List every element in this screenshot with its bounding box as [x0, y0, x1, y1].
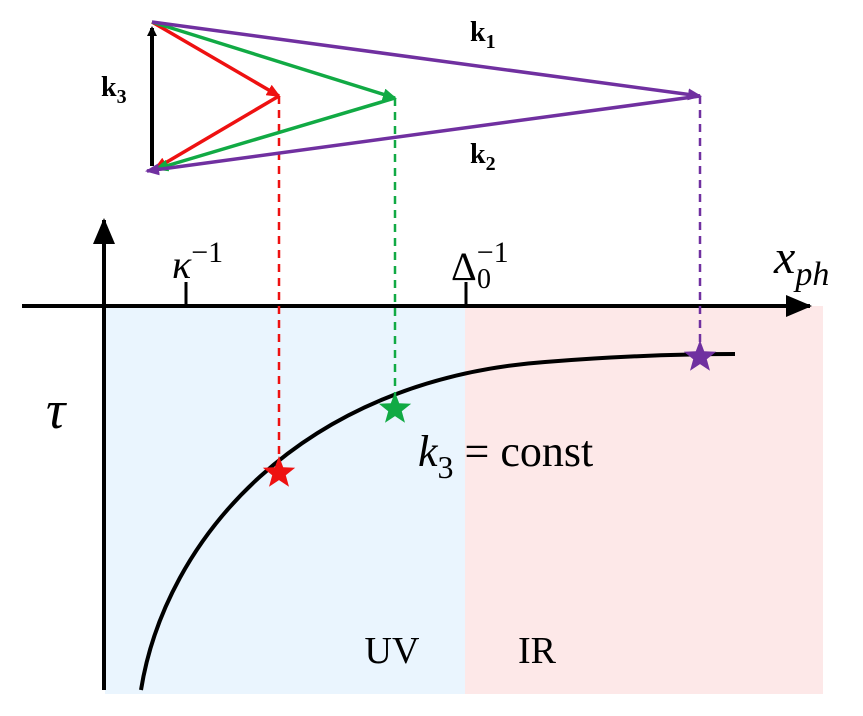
- uv-region: [105, 306, 465, 694]
- delta-tick-label: Δ−1: [451, 236, 509, 289]
- curve-label-rest: = const: [454, 427, 594, 476]
- k1-label-sub: 1: [486, 31, 496, 53]
- k3-const-curve: [139, 352, 736, 691]
- kappa-tick-label: κ−1: [172, 236, 223, 287]
- k3-label-sub: 3: [117, 86, 127, 108]
- delta-sub: 0: [477, 264, 491, 295]
- k3-label-base: k: [101, 72, 117, 103]
- green-k2-vector: [154, 96, 396, 172]
- y-axis-label: τ: [46, 380, 67, 440]
- purple-k1-vector: [151, 20, 702, 101]
- x-axis-label-sub: ph: [793, 256, 829, 293]
- k2-label: k2: [470, 139, 496, 175]
- ir-label: IR: [518, 630, 557, 672]
- k2-label-base: k: [470, 139, 486, 170]
- purple-star: [683, 340, 717, 371]
- k1-label: k1: [470, 17, 496, 53]
- k2-label-sub: 2: [486, 153, 496, 175]
- curve-label-sub: 3: [438, 449, 454, 485]
- k1-label-base: k: [470, 17, 486, 48]
- k3-label: k3: [101, 72, 127, 108]
- red-k1-vector: [151, 20, 281, 98]
- x-axis-label-base: x: [773, 231, 795, 284]
- kappa-base: κ: [172, 242, 192, 287]
- purple-k2-vector: [145, 94, 701, 176]
- ir-region: [465, 306, 823, 694]
- red-star: [262, 456, 296, 487]
- green-k1-vector: [151, 20, 397, 101]
- uv-label: UV: [365, 630, 420, 672]
- delta-sup: −1: [477, 236, 509, 269]
- curve-label: k3 = const: [418, 427, 593, 485]
- delta-base: Δ: [451, 244, 477, 289]
- green-star: [378, 392, 412, 423]
- kappa-sup: −1: [191, 236, 223, 269]
- curve-label-base: k: [418, 427, 439, 476]
- x-axis-label: xph: [773, 231, 829, 293]
- red-k2-vector: [153, 94, 280, 171]
